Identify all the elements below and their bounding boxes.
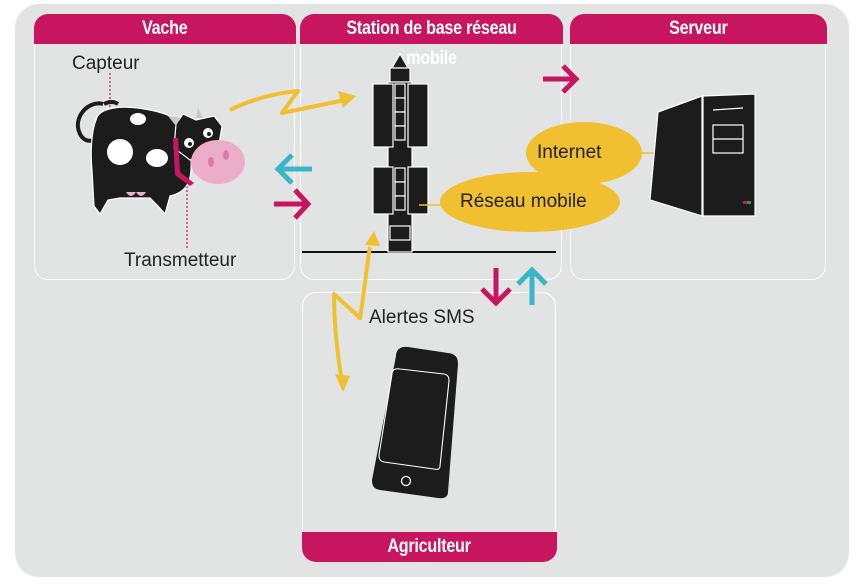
panel-server-header: Serveur [569, 13, 827, 44]
panel-farmer-header: Agriculteur [301, 531, 557, 562]
panel-farmer: Agriculteur [301, 292, 557, 562]
panel-cow: Vache [33, 13, 296, 280]
panel-farmer-title: Agriculteur [387, 535, 471, 557]
mobile-network-label: Réseau mobile [460, 191, 587, 212]
arrow-down-magenta [480, 268, 512, 307]
panel-base-station-header: Station de base réseau mobile [299, 13, 563, 69]
smartphone-icon [372, 346, 458, 499]
arrow-right-magenta [274, 188, 312, 220]
cow-nose [191, 140, 245, 184]
panel-server: Serveur [569, 13, 827, 280]
cell-tower-icon [372, 52, 429, 253]
panel-cow-header: Vache [33, 13, 296, 44]
arrow-left-cyan [274, 153, 312, 185]
sms-alerts-label: Alertes SMS [369, 307, 475, 328]
panel-cow-title: Vache [141, 17, 188, 39]
panel-base-station-title: Station de base réseau mobile [345, 17, 517, 69]
arrow-right-magenta-server [543, 64, 580, 94]
cow-icon [76, 73, 245, 248]
panel-base-station: Station de base réseau mobile [299, 13, 563, 280]
mobile-network-bubble [440, 172, 620, 232]
sensor-label: Capteur [72, 53, 140, 74]
signal-cow-to-tower [229, 89, 346, 115]
arrow-up-cyan [516, 266, 548, 305]
transmitter-collar [173, 138, 194, 186]
server-icon [649, 93, 756, 217]
signal-sms-alert [332, 246, 372, 377]
internet-bubble [526, 122, 642, 184]
internet-label: Internet [537, 142, 602, 163]
transmitter-label: Transmetteur [124, 250, 237, 271]
panel-server-title: Serveur [668, 17, 728, 39]
